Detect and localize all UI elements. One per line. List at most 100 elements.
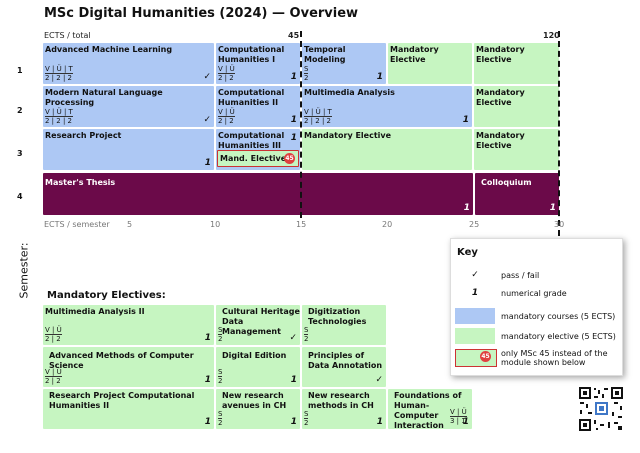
- key-msc45: only MSc 45 instead of the module shown …: [501, 349, 608, 367]
- module-name: Mand. Elective: [220, 154, 287, 163]
- grade-mark: 1: [376, 417, 383, 427]
- module-name: New research methods in CH: [308, 391, 374, 410]
- key-mandatory: mandatory courses (5 ECTS): [501, 312, 616, 321]
- grade-mark: 1: [462, 115, 469, 125]
- grade-mark: 1: [290, 115, 297, 125]
- grade-mark: 1: [376, 72, 383, 82]
- module-name: Foundations of Human-Computer Interactio…: [394, 391, 462, 430]
- ects-total-label: ECTS / total: [44, 31, 91, 40]
- key-pass-fail: pass / fail: [501, 271, 540, 280]
- module-name: Cultural Heritage Data Management: [222, 307, 300, 336]
- module-name: Principles of Data Annotation: [308, 351, 383, 370]
- module-colloquium[interactable]: Colloquium 1: [475, 173, 559, 215]
- grade-mark: 1: [290, 133, 297, 143]
- elective-foundations-hci[interactable]: Foundations of Human-Computer Interactio…: [388, 389, 472, 430]
- module-name: Mandatory Elective: [476, 45, 525, 64]
- grade-mark: 1: [549, 203, 556, 213]
- grade-mark: 1: [290, 375, 297, 385]
- module-name: Mandatory Elective: [476, 88, 525, 107]
- ects-120-divider: [558, 31, 560, 236]
- module-name: Computational Humanities III: [218, 131, 285, 150]
- module-name: Multimedia Analysis II: [45, 307, 145, 316]
- module-mandatory-elective-5[interactable]: Mandatory Elective: [474, 129, 559, 170]
- module-name: Modern Natural Language Processing: [45, 88, 163, 107]
- module-name: Digital Edition: [222, 351, 287, 360]
- module-mandatory-elective-3[interactable]: Mandatory Elective: [474, 86, 559, 127]
- module-name: Research Project: [45, 131, 122, 140]
- grade-mark: 1: [204, 417, 211, 427]
- pass-mark: ✓: [289, 333, 297, 343]
- pass-mark: ✓: [203, 72, 211, 82]
- msc45-swatch: 45: [455, 349, 497, 367]
- module-mandatory-elective-1[interactable]: Mandatory Elective: [388, 43, 472, 84]
- module-research-project[interactable]: Research Project 1: [43, 129, 214, 170]
- ects-total-120: 120: [543, 31, 560, 40]
- key-numerical-grade: numerical grade: [501, 289, 567, 298]
- grade-mark: 1: [204, 333, 211, 343]
- grade-mark: 1: [463, 203, 470, 213]
- pass-mark: ✓: [203, 115, 211, 125]
- tick-30: 30: [554, 220, 565, 229]
- qr-code-icon: [578, 386, 624, 432]
- module-masters-thesis[interactable]: Master's Thesis 1: [43, 173, 473, 215]
- pass-mark: ✓: [375, 375, 383, 385]
- module-name: Mandatory Elective: [476, 131, 525, 150]
- grade-icon: 1: [471, 288, 479, 298]
- tick-20: 20: [382, 220, 393, 229]
- module-name: New research avenues in CH: [222, 391, 287, 410]
- tick-5: 5: [127, 220, 133, 229]
- elective-advanced-methods-cs[interactable]: Advanced Methods of Computer Science V |…: [43, 347, 214, 387]
- module-computational-humanities-3[interactable]: Computational Humanities III 1 Mand. Ele…: [216, 129, 300, 170]
- semester-row-4: 4: [17, 192, 23, 201]
- msc45-badge: 45: [284, 153, 295, 164]
- elective-principles-data-annotation[interactable]: Principles of Data Annotation ✓: [302, 347, 386, 387]
- module-name: Digitization Technologies: [308, 307, 367, 326]
- module-name: Computational Humanities II: [218, 88, 285, 107]
- ects-semester-label: ECTS / semester: [44, 220, 110, 229]
- module-name: Master's Thesis: [45, 178, 116, 187]
- module-name: Research Project Computational Humanitie…: [49, 391, 195, 410]
- module-mandatory-elective-2[interactable]: Mandatory Elective: [474, 43, 559, 84]
- elective-swatch: [455, 328, 495, 344]
- module-modern-nlp[interactable]: Modern Natural Language Processing V | Ü…: [43, 86, 214, 127]
- grade-mark: 1: [204, 158, 211, 168]
- grade-mark: 1: [462, 417, 469, 427]
- module-mandatory-elective-4[interactable]: Mandatory Elective: [302, 129, 472, 170]
- msc45-badge: 45: [480, 351, 491, 362]
- elective-research-project-ch2[interactable]: Research Project Computational Humanitie…: [43, 389, 214, 429]
- mand-elective-45-box[interactable]: Mand. Elective 45: [217, 150, 299, 167]
- ects-45-divider: [300, 31, 302, 218]
- page-title: MSc Digital Humanities (2024) — Overview: [44, 6, 359, 21]
- grade-mark: 1: [204, 375, 211, 385]
- module-name: Computational Humanities I: [218, 45, 285, 64]
- module-name: Temporal Modeling: [304, 45, 346, 64]
- module-name: Mandatory Elective: [390, 45, 439, 64]
- semester-row-1: 1: [17, 66, 23, 75]
- module-name: Advanced Machine Learning: [45, 45, 173, 54]
- tick-10: 10: [210, 220, 221, 229]
- grade-mark: 1: [290, 72, 297, 82]
